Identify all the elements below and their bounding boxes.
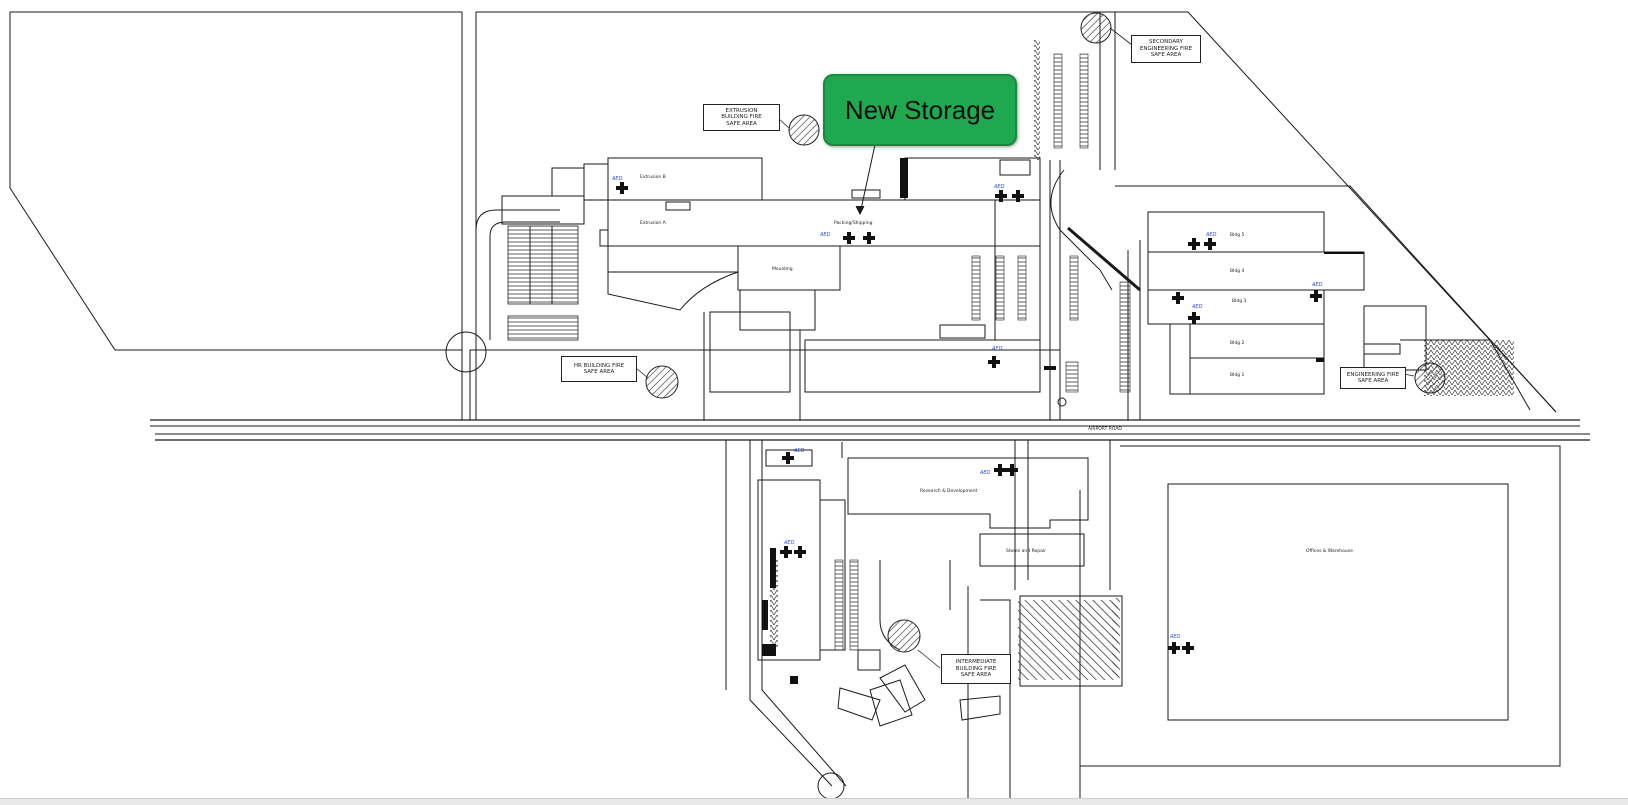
muster-area-line: BUILDING FIRE: [721, 114, 762, 121]
viewer-bottom-edge: [0, 798, 1628, 805]
first-aid-cross-icon: [843, 232, 855, 244]
aed-label: AED: [1191, 304, 1203, 310]
muster-point-icon: [645, 365, 679, 399]
aed-label: AED: [793, 448, 805, 454]
muster-area-line: SAFE AREA: [583, 369, 615, 375]
muster-point-icon: [788, 114, 820, 146]
west-parcel-outline: [9, 11, 463, 351]
aed-label: AED: [1311, 282, 1323, 288]
muster-area-line: SAFE AREA: [960, 672, 992, 679]
first-aid-cross-icon: [988, 356, 1000, 368]
building-label: Extrusion A: [640, 220, 667, 226]
muster-area-line: SAFE AREA: [1150, 52, 1182, 59]
first-aid-cross-icon: [1188, 238, 1200, 250]
first-aid-cross-icon: [794, 546, 806, 558]
first-aid-cross-icon: [1172, 292, 1184, 304]
aed-label: AED: [993, 184, 1005, 190]
first-aid-cross-icon: [1204, 238, 1216, 250]
aed-label: AED: [1205, 232, 1217, 238]
muster-area-line: ENGINEERING FIRE: [1139, 45, 1193, 52]
muster-area-label-intermediate: INTERMEDIATE BUILDING FIRE SAFE AREA: [941, 654, 1011, 684]
first-aid-cross-icon: [782, 452, 794, 464]
muster-area-label-extrusion: EXTRUSION BUILDING FIRE SAFE AREA: [703, 104, 780, 131]
muster-area-label-engineering: ENGINEERING FIRE SAFE AREA: [1340, 367, 1406, 389]
first-aid-cross-icon: [616, 182, 628, 194]
first-aid-cross-icon: [1310, 290, 1322, 302]
building-packing-shipping: [607, 199, 1041, 247]
first-aid-cross-icon: [1012, 190, 1024, 202]
aed-label: AED: [1169, 634, 1181, 640]
building-label: Bldg 1: [1230, 372, 1244, 378]
road-label: AIRPORT ROAD: [1088, 426, 1122, 432]
aed-label: AED: [991, 346, 1003, 352]
aed-label: AED: [979, 470, 991, 476]
building-research: [847, 457, 1089, 529]
muster-point-icon: [887, 619, 921, 653]
building-label: Bldg 3: [1232, 298, 1246, 304]
muster-area-line: EXTRUSION: [725, 107, 758, 114]
muster-area-line: INTERMEDIATE: [955, 659, 997, 666]
first-aid-cross-icon: [780, 546, 792, 558]
first-aid-cross-icon: [1168, 642, 1180, 654]
new-storage-callout: New Storage: [823, 74, 1017, 146]
callout-pointer-line: [859, 139, 877, 215]
new-storage-label: New Storage: [844, 94, 996, 125]
building-label: Bldg 4: [1230, 268, 1244, 274]
muster-point-icon: [1080, 12, 1112, 44]
first-aid-cross-icon: [994, 464, 1006, 476]
aed-label: AED: [783, 540, 795, 546]
first-aid-cross-icon: [1188, 312, 1200, 324]
muster-point-icons: [645, 12, 1446, 653]
aed-label: AED: [611, 176, 623, 182]
building-label: Bldg 2: [1230, 340, 1244, 346]
first-aid-cross-icon: [1182, 642, 1194, 654]
building-label: Offices & Warehouse: [1306, 548, 1353, 554]
muster-area-label-hr: HR BUILDING FIRE SAFE AREA: [561, 356, 637, 382]
muster-point-icon: [1414, 362, 1446, 394]
building-label: Research & Development: [920, 488, 978, 494]
muster-area-line: SECONDARY: [1149, 39, 1183, 46]
building-label: Moulding: [772, 266, 793, 272]
aed-label: AED: [819, 232, 831, 238]
building-offices: [1167, 483, 1509, 721]
first-aid-cross-icon: [863, 232, 875, 244]
muster-area-line: HR BUILDING FIRE: [573, 362, 625, 369]
first-aid-cross-icon: [1006, 464, 1018, 476]
muster-area-line: BUILDING FIRE: [955, 665, 997, 672]
muster-area-line: SAFE AREA: [1357, 378, 1389, 384]
muster-area-line: ENGINEERING FIRE: [1346, 371, 1400, 378]
muster-area-label-secondary: SECONDARY ENGINEERING FIRE SAFE AREA: [1131, 35, 1201, 63]
building-label: Extrusion B: [640, 174, 666, 180]
building-label: Packing/Shipping: [834, 220, 873, 226]
building-label: Bldg 5: [1230, 232, 1244, 238]
muster-area-line: SAFE AREA: [726, 120, 757, 127]
building-label: Stores and Repair: [1006, 548, 1046, 554]
first-aid-markers: [616, 182, 1322, 654]
first-aid-cross-icon: [995, 190, 1007, 202]
